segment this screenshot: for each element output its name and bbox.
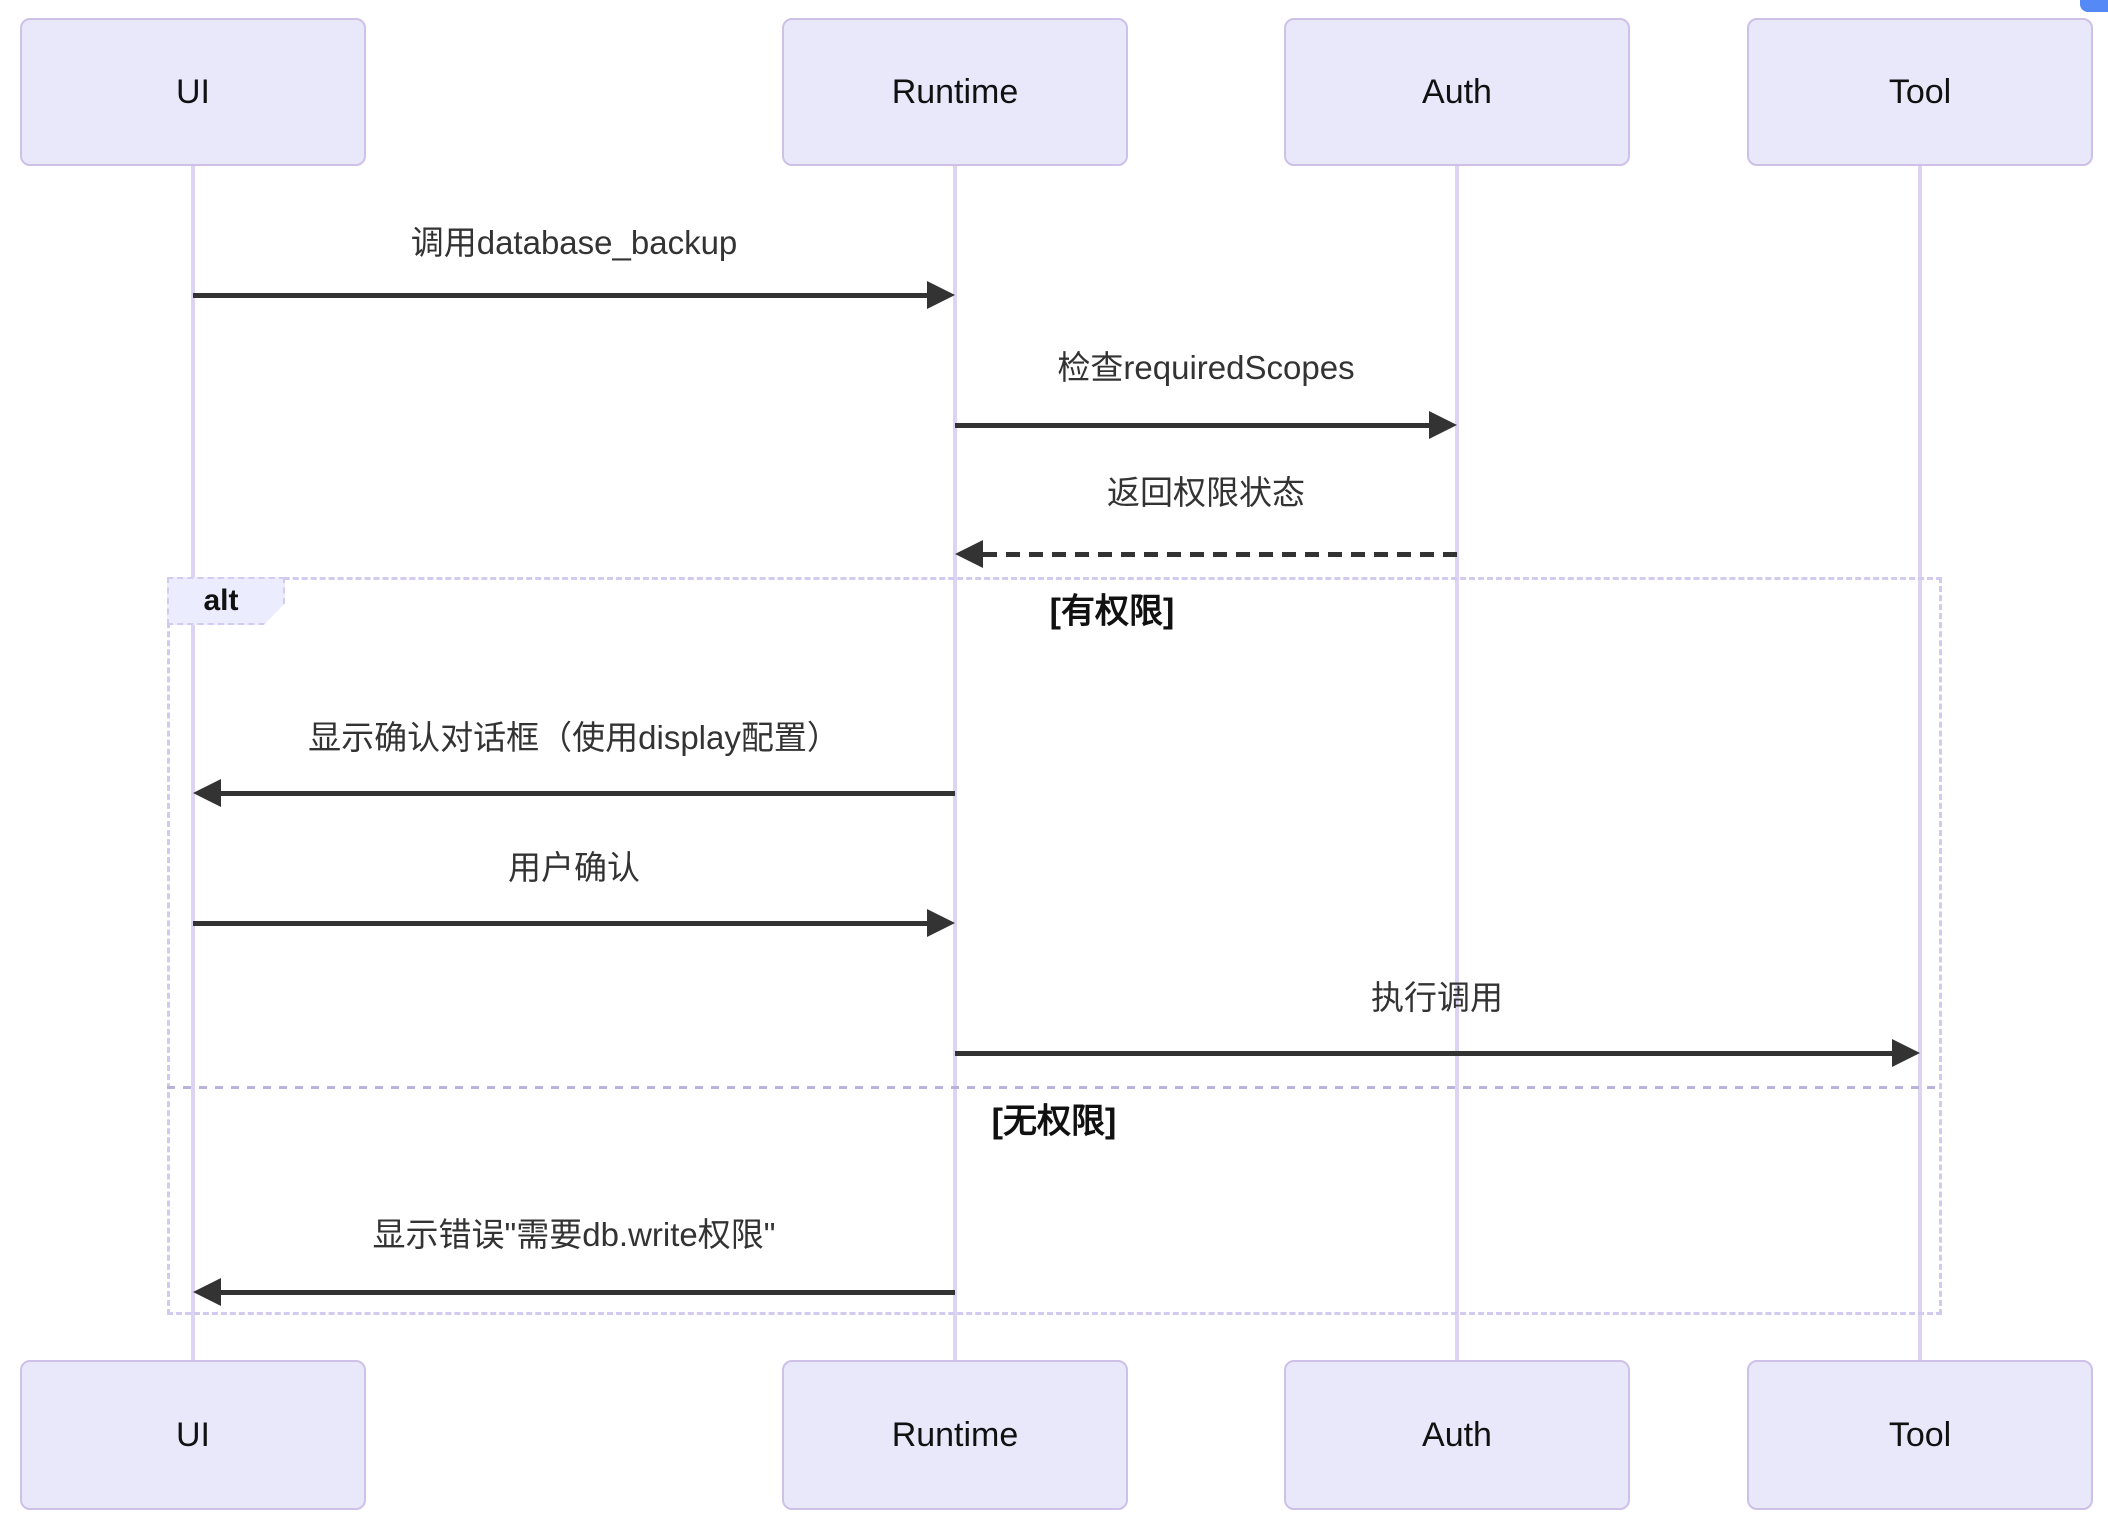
lifeline-auth xyxy=(1455,166,1459,1360)
actor-auth-bottom: Auth xyxy=(1284,1360,1630,1510)
message-label-7: 显示错误"需要db.write权限" xyxy=(372,1216,776,1253)
message-line-3 xyxy=(983,552,1457,557)
actor-auth-bottom-label: Auth xyxy=(1422,1415,1492,1454)
message-label-2: 检查requiredScopes xyxy=(1057,349,1355,386)
actor-tool-bottom: Tool xyxy=(1747,1360,2093,1510)
message-line-5 xyxy=(193,921,927,926)
actor-runtime-bottom-label: Runtime xyxy=(891,1415,1019,1454)
message-label-3: 返回权限状态 xyxy=(1107,474,1305,511)
alt-guard-has-permission: [有权限] xyxy=(1049,592,1175,631)
actor-ui-bottom: UI xyxy=(20,1360,366,1510)
message-line-7 xyxy=(221,1290,955,1295)
actor-ui-bottom-label: UI xyxy=(176,1415,210,1454)
message-line-4 xyxy=(221,791,955,796)
arrowhead-7 xyxy=(193,1278,221,1306)
arrowhead-3 xyxy=(955,540,983,568)
alt-frame xyxy=(167,577,1942,1315)
actor-ui-top: UI xyxy=(20,18,366,166)
alt-guard-no-permission: [无权限] xyxy=(991,1102,1117,1141)
lifeline-ui xyxy=(191,166,195,1360)
actor-tool-top: Tool xyxy=(1747,18,2093,166)
alt-divider xyxy=(167,1086,1942,1089)
message-label-1: 调用database_backup xyxy=(410,224,738,261)
actor-ui-top-label: UI xyxy=(176,72,210,111)
message-line-1 xyxy=(193,293,927,298)
actor-runtime-bottom: Runtime xyxy=(782,1360,1128,1510)
lifeline-runtime xyxy=(953,166,957,1360)
message-label-6: 执行调用 xyxy=(1371,979,1503,1016)
arrowhead-2 xyxy=(1429,411,1457,439)
actor-auth-top: Auth xyxy=(1284,18,1630,166)
corner-button-fragment[interactable] xyxy=(2080,0,2108,12)
arrowhead-1 xyxy=(927,281,955,309)
message-label-4: 显示确认对话框（使用display配置） xyxy=(308,719,840,756)
actor-runtime-top-label: Runtime xyxy=(891,72,1019,111)
arrowhead-5 xyxy=(927,909,955,937)
actor-runtime-top: Runtime xyxy=(782,18,1128,166)
message-line-2 xyxy=(955,423,1429,428)
actor-tool-bottom-label: Tool xyxy=(1888,1415,1952,1454)
arrowhead-4 xyxy=(193,779,221,807)
alt-frame-label-text: alt xyxy=(203,584,239,617)
message-label-5: 用户确认 xyxy=(508,849,640,886)
message-line-6 xyxy=(955,1051,1892,1056)
actor-auth-top-label: Auth xyxy=(1422,72,1492,111)
alt-frame-label: alt xyxy=(167,577,285,625)
actor-tool-top-label: Tool xyxy=(1888,72,1952,111)
arrowhead-6 xyxy=(1892,1039,1920,1067)
lifeline-tool xyxy=(1918,166,1922,1360)
